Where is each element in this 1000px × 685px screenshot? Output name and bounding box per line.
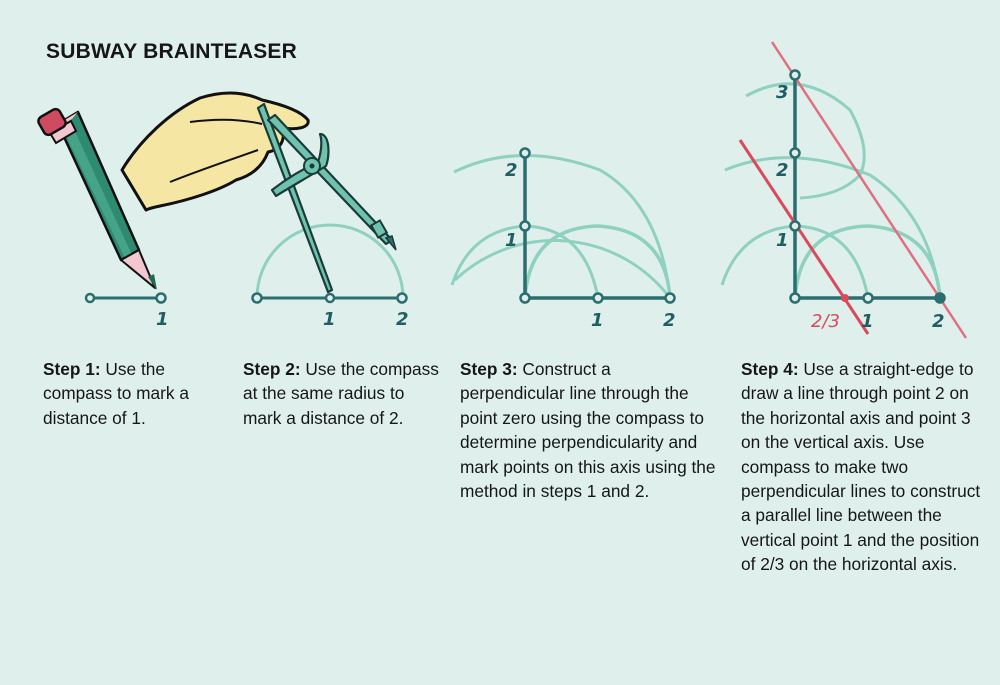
step3-h-label-2: 2 — [663, 310, 676, 331]
step3-illustration: 1 2 1 2 — [450, 147, 676, 331]
step4-v-label-3: 3 — [776, 82, 789, 103]
step-text: Use the compass to mark a distance of 1. — [43, 359, 189, 428]
pencil-icon — [37, 107, 157, 290]
step-heading: Step 1: — [43, 359, 101, 379]
step4-v-label-1: 1 — [776, 230, 789, 251]
step1-illustration: 1 — [37, 107, 169, 330]
step-heading: Step 2: — [243, 359, 301, 379]
step-4-caption: Step 4: Use a straight-edge to draw a li… — [741, 357, 991, 577]
page-title: SUBWAY BRAINTEASER — [46, 40, 297, 63]
red-line-2-3 — [770, 41, 968, 339]
step3-h-label-1: 1 — [591, 310, 604, 331]
compass-icon — [256, 102, 397, 294]
step4-h-label-2-3: 2/3 — [811, 311, 840, 332]
step-3-caption: Step 3: Construct a perpendicular line t… — [460, 357, 720, 503]
step1-label-1: 1 — [156, 309, 169, 330]
step4-illustration: 2/3 1 2 1 2 3 — [720, 41, 968, 339]
red-line-parallel — [738, 139, 870, 335]
step-heading: Step 3: — [460, 359, 518, 379]
step-heading: Step 4: — [741, 359, 799, 379]
step2-illustration: 1 2 — [120, 91, 409, 330]
step-text: Construct a perpendicular line through t… — [460, 359, 716, 502]
step-1-caption: Step 1: Use the compass to mark a distan… — [43, 357, 233, 430]
step-text: Use a straight-edge to draw a line throu… — [741, 359, 981, 575]
step2-label-1: 1 — [323, 309, 336, 330]
construction-illustrations: 1 1 2 — [37, 41, 968, 339]
step4-h-label-2: 2 — [932, 311, 945, 332]
step3-v-label-1: 1 — [505, 230, 518, 251]
step3-v-label-2: 2 — [505, 160, 518, 181]
step2-label-2: 2 — [396, 309, 409, 330]
step4-h-label-1: 1 — [861, 311, 874, 332]
step4-v-label-2: 2 — [776, 160, 789, 181]
step-2-caption: Step 2: Use the compass at the same radi… — [243, 357, 443, 430]
step-text: Use the compass at the same radius to ma… — [243, 359, 439, 428]
